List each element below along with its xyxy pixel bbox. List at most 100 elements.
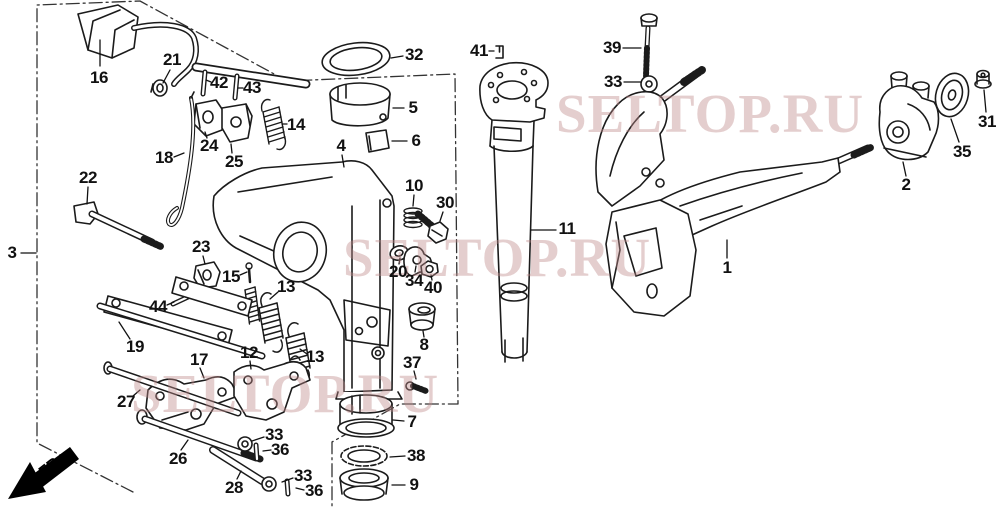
part-22-handle-bolt <box>73 201 166 251</box>
part-label-11: 11 <box>558 219 576 238</box>
part-label-16: 16 <box>90 68 108 87</box>
part-label-20: 20 <box>389 262 407 281</box>
part-5-bushing <box>329 82 391 127</box>
leader-line-8 <box>422 330 425 338</box>
part-label-31: 31 <box>978 112 996 131</box>
part-label-13: 13 <box>277 277 295 296</box>
part-label-36: 36 <box>305 481 323 500</box>
leader-line-13 <box>269 291 279 300</box>
part-label-39: 39 <box>603 38 621 57</box>
leader-line-32 <box>390 55 404 59</box>
part-40-nut <box>420 260 439 278</box>
leader-line-36 <box>262 449 272 452</box>
leader-line-21 <box>162 69 171 84</box>
part-37-bolt <box>405 381 429 394</box>
part-33-washer-a <box>237 436 253 452</box>
part-label-13: 13 <box>306 347 324 366</box>
leader-line-28 <box>236 470 242 480</box>
leader-line-40 <box>430 274 433 281</box>
part-label-33: 33 <box>294 466 312 485</box>
part-33-washer-b <box>261 476 277 492</box>
leader-line-30 <box>439 211 444 222</box>
part-label-8: 8 <box>419 335 429 354</box>
leader-line-20 <box>398 257 401 265</box>
part-11-swivel-shaft <box>479 61 549 363</box>
part-8-bushing <box>408 302 436 331</box>
leader-line-25 <box>230 143 233 154</box>
part-25-bracket <box>221 103 253 143</box>
part-label-1: 1 <box>722 258 732 277</box>
leader-line-24 <box>204 131 208 139</box>
part-1-stern-bracket <box>595 66 876 317</box>
part-20-grommet <box>389 244 409 262</box>
leader-line-35 <box>950 118 960 143</box>
part-label-33: 33 <box>604 72 622 91</box>
part-label-25: 25 <box>225 152 243 171</box>
part-23-clamp <box>193 261 221 289</box>
leader-line-10 <box>412 194 415 207</box>
leader-line-15 <box>239 271 248 276</box>
part-43-pin <box>232 73 240 101</box>
part-35-disc <box>934 72 970 118</box>
part-33-washer-top <box>640 75 658 93</box>
leader-line-36 <box>295 487 305 491</box>
leader-line-2 <box>902 161 907 177</box>
part-42-pin <box>200 69 208 97</box>
part-18-link-rod <box>166 91 196 227</box>
part-label-36: 36 <box>271 440 289 459</box>
part-label-23: 23 <box>192 237 210 256</box>
part-label-18: 18 <box>155 148 173 167</box>
part-36-pin-a <box>253 442 260 462</box>
part-label-27: 27 <box>117 392 135 411</box>
part-13-spring-left <box>258 292 284 353</box>
part-6-pad <box>365 129 390 153</box>
part-7-split-bushing <box>337 394 395 438</box>
leader-line-44 <box>166 301 175 306</box>
part-label-21: 21 <box>163 50 181 69</box>
leader-line-33 <box>281 477 294 483</box>
part-label-12: 12 <box>240 343 258 362</box>
part-label-35: 35 <box>953 142 971 161</box>
leader-line-7 <box>392 419 405 422</box>
part-41-clip <box>495 45 504 59</box>
part-label-41: 41 <box>470 41 488 60</box>
part-27-rod <box>103 361 242 417</box>
fr-arrow: FR. <box>8 447 79 499</box>
part-label-28: 28 <box>225 478 243 497</box>
leader-line-4 <box>341 154 345 168</box>
leader-line-26 <box>180 439 189 451</box>
part-label-37: 37 <box>403 353 421 372</box>
part-36-pin-b <box>284 478 291 497</box>
leader-line-23 <box>202 255 206 265</box>
part-39-bolt <box>640 13 658 79</box>
part-label-43: 43 <box>243 78 261 97</box>
leader-line-22 <box>86 186 89 205</box>
leader-line-17 <box>199 367 205 379</box>
leader-line-33 <box>251 436 265 442</box>
part-21-bushing <box>150 79 168 97</box>
part-label-44: 44 <box>149 297 167 316</box>
part-label-6: 6 <box>411 131 421 150</box>
part-19-link-assembly <box>96 276 266 360</box>
leader-line-42 <box>205 79 212 83</box>
part-16-tilt-lever <box>77 4 311 89</box>
part-label-10: 10 <box>405 176 423 195</box>
part-label-34: 34 <box>405 271 423 290</box>
part-label-32: 32 <box>405 45 423 64</box>
part-14-spring <box>260 98 287 151</box>
part-label-3: 3 <box>7 243 17 262</box>
part-label-2: 2 <box>901 175 911 194</box>
leader-line-38 <box>389 455 406 458</box>
part-label-4: 4 <box>336 136 346 155</box>
part-31-nut <box>974 69 992 89</box>
part-label-26: 26 <box>169 449 187 468</box>
leader-line-18 <box>173 152 185 158</box>
part-label-9: 9 <box>409 475 419 494</box>
part-9-seal-cup <box>339 468 389 501</box>
leader-line-34 <box>414 265 417 273</box>
part-32-seal-ring <box>321 41 391 77</box>
part-4-swivel-case <box>212 160 403 400</box>
part-label-30: 30 <box>436 193 454 212</box>
